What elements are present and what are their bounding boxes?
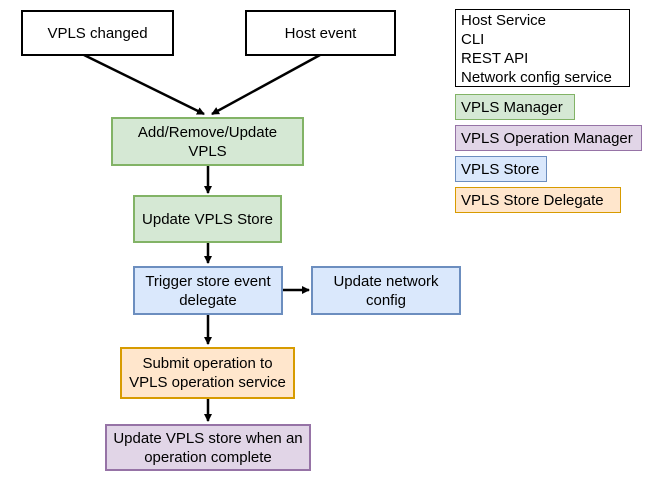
node-submit-operation: Submit operation to VPLS operation servi… bbox=[120, 347, 295, 399]
legend-vpls-operation-manager: VPLS Operation Manager bbox=[455, 125, 642, 151]
legend-vpls-manager: VPLS Manager bbox=[455, 94, 575, 120]
arrow-host-event-to-add bbox=[211, 53, 321, 116]
arrow-vpls-changed-to-add bbox=[83, 53, 205, 116]
legend-vpls-store: VPLS Store bbox=[455, 156, 547, 182]
node-add-remove-update-vpls: Add/Remove/Update VPLS bbox=[111, 117, 304, 166]
node-update-network-config: Update network config bbox=[311, 266, 461, 315]
legend-host-service-list: Host Service CLI REST API Network config… bbox=[455, 9, 630, 87]
node-update-vpls-store: Update VPLS Store bbox=[133, 195, 282, 243]
node-update-store-when-complete: Update VPLS store when an operation comp… bbox=[105, 424, 311, 471]
node-trigger-store-event-delegate: Trigger store event delegate bbox=[133, 266, 283, 315]
legend-vpls-store-delegate: VPLS Store Delegate bbox=[455, 187, 621, 213]
node-vpls-changed: VPLS changed bbox=[21, 10, 174, 56]
node-host-event: Host event bbox=[245, 10, 396, 56]
